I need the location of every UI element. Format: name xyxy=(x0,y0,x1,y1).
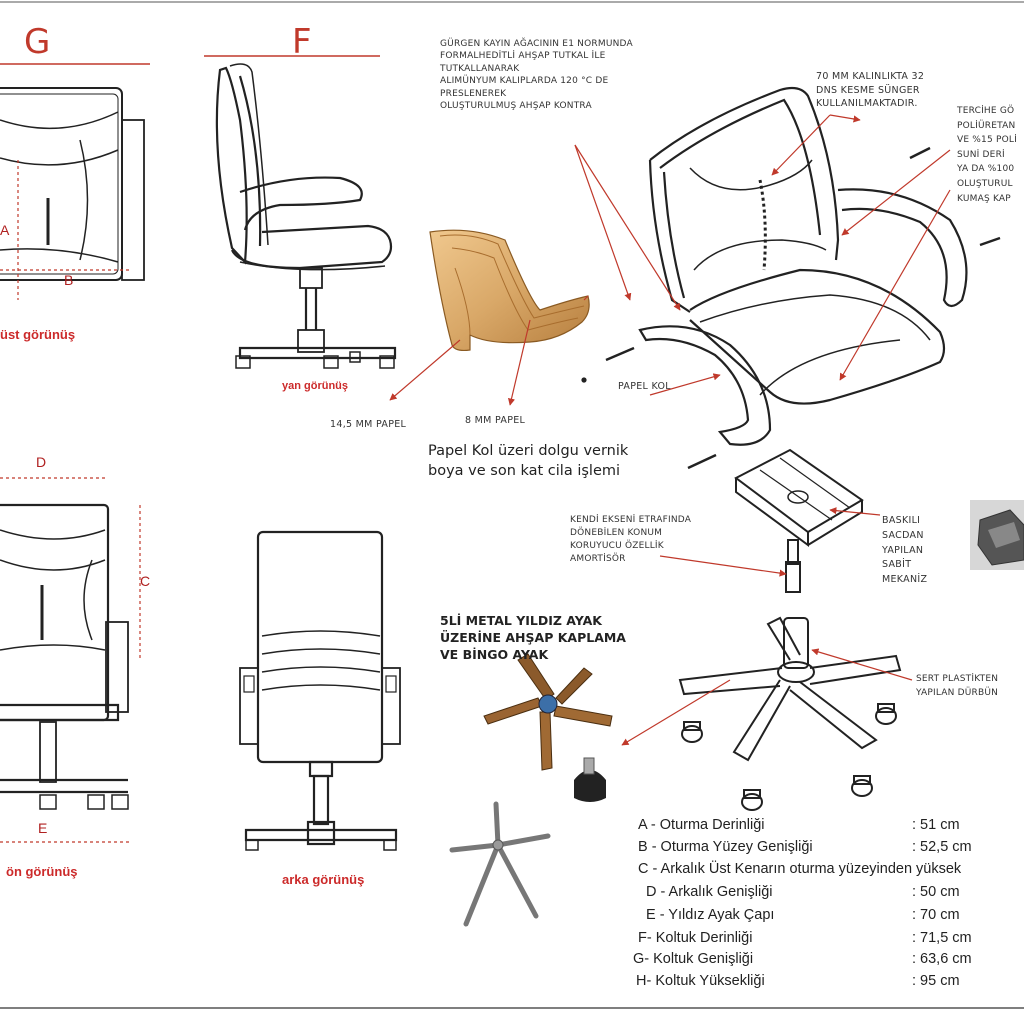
upholstery-note-line: KUMAŞ KAP xyxy=(957,193,1011,204)
mechanism-note-line: SABİT xyxy=(882,559,912,571)
shock-note-line: DÖNEBİLEN KONUM xyxy=(570,528,663,538)
mechanism-note-line: BASKILI xyxy=(882,515,921,526)
star-base-drawing xyxy=(678,616,902,811)
dim-row-value: : 50 cm xyxy=(912,884,960,900)
foam-note: 70 MM KALINLIKTA 32 DNS KESME SÜNGER KUL… xyxy=(816,70,924,111)
base-note-line: VE BİNGO AYAK xyxy=(440,647,549,662)
upholstery-note-line: SUNİ DERİ xyxy=(957,149,1005,160)
coating-note: Papel Kol üzeri dolgu vernik boya ve son… xyxy=(428,441,628,481)
dim-row-label: F- Koltuk Derinliği xyxy=(638,930,753,946)
top-view-label: üst görünüş xyxy=(0,327,76,342)
dim-row-value: : 52,5 cm xyxy=(912,839,972,855)
dim-row-label: C - Arkalık Üst Kenarın oturma yüzeyinde… xyxy=(638,861,962,877)
top-view-drawing xyxy=(0,63,150,300)
upholstery-note-line: YA DA %100 xyxy=(957,164,1015,175)
plywood-note-line: ALIMÜNYUM KALIPLARDA 120 °C DE xyxy=(440,76,609,87)
base-note: 5Lİ METAL YILDIZ AYAK ÜZERİNE AHŞAP KAPL… xyxy=(440,612,626,663)
back-view-label: arka görünüş xyxy=(282,872,365,887)
view-letter-f: F xyxy=(292,22,312,62)
view-letter-g: G xyxy=(24,22,51,62)
dim-letter-c: C xyxy=(140,573,151,589)
foam-note-line: 70 MM KALINLIKTA 32 xyxy=(816,71,925,82)
dim-letter-e: E xyxy=(38,820,48,836)
back-view-drawing xyxy=(239,530,401,851)
foam-note-line: KULLANILMAKTADIR. xyxy=(816,98,918,109)
dim-letter-b: B xyxy=(64,272,74,288)
shock-note-line: KENDİ EKSENİ ETRAFINDA xyxy=(570,515,692,525)
coating-note-line: Papel Kol üzeri dolgu vernik xyxy=(428,443,629,459)
plywood-note-line: FORMALHEDİTLİ AHŞAP TUTKAL İLE xyxy=(440,51,606,62)
shock-note-line: AMORTİSÖR xyxy=(570,554,626,564)
plywood-note-line: GÜRGEN KAYIN AĞACININ E1 NORMUNDA xyxy=(440,39,633,49)
upholstery-note: TERCİHE GÖ POLİÜRETAN VE %15 POLİ SUNİ D… xyxy=(957,104,1017,206)
side-view-drawing xyxy=(204,55,397,369)
plywood-shell-image xyxy=(429,229,590,352)
gas-piston-drawing xyxy=(785,539,801,593)
upholstery-note-line: TERCİHE GÖ xyxy=(957,106,1015,116)
caster-note: SERT PLASTİKTEN YAPILAN DÜRBÜN xyxy=(916,672,998,700)
shock-absorber-note: KENDİ EKSENİ ETRAFINDA DÖNEBİLEN KONUM K… xyxy=(570,514,691,566)
dim-row-label: B - Oturma Yüzey Genişliği xyxy=(638,839,813,855)
upholstery-note-line: OLUŞTURUL xyxy=(957,178,1013,189)
side-view-label: yan görünüş xyxy=(282,380,349,392)
dim-row-label: A - Oturma Derinliği xyxy=(638,817,765,833)
mechanism-note-line: SACDAN xyxy=(882,529,924,541)
caster-note-line: SERT PLASTİKTEN xyxy=(916,674,999,684)
plywood-note-line: PRESLENEREK xyxy=(440,88,507,99)
caster-note-line: YAPILAN DÜRBÜN xyxy=(916,688,999,698)
papel-kol-label: PAPEL KOL xyxy=(618,381,671,392)
upholstery-note-line: POLİÜRETAN xyxy=(957,120,1016,131)
upholstery-note-line: VE %15 POLİ xyxy=(957,135,1017,146)
mechanism-note-line: MEKANİZ xyxy=(882,574,928,586)
dim-row-label: G- Koltuk Genişliği xyxy=(633,951,754,967)
plywood-note-line: TUTKALLANARAK xyxy=(440,63,520,74)
dim-row-label: E - Yıldız Ayak Çapı xyxy=(646,907,775,923)
dim-letter-d: D xyxy=(36,454,47,470)
coating-note-line: boya ve son kat cila işlemi xyxy=(428,463,621,479)
papel-8-label: 8 MM PAPEL xyxy=(465,415,526,426)
exploded-chair-drawing xyxy=(581,86,1001,470)
dim-letter-a: A xyxy=(0,222,10,238)
dim-row-value: : 51 cm xyxy=(912,817,960,833)
mechanism-photo xyxy=(970,500,1024,570)
shock-note-line: KORUYUCU ÖZELLİK xyxy=(570,541,664,551)
dim-row-label: H- Koltuk Yüksekliği xyxy=(636,973,765,989)
dim-row-value: : 63,6 cm xyxy=(912,951,972,967)
base-note-line: ÜZERİNE AHŞAP KAPLAMA xyxy=(440,630,626,645)
metal-star-base-image xyxy=(449,801,551,927)
mechanism-note-line: YAPILAN xyxy=(882,544,924,556)
front-view-label: ön görünüş xyxy=(6,864,78,879)
papel-14-label: 14,5 MM PAPEL xyxy=(330,419,407,430)
plywood-note-line: OLUŞTURULMUŞ AHŞAP KONTRA xyxy=(440,101,592,112)
front-view-drawing xyxy=(0,477,141,843)
dim-row-value: : 95 cm xyxy=(912,973,960,989)
foam-note-line: DNS KESME SÜNGER xyxy=(816,84,920,96)
mechanism-note: BASKILI SACDAN YAPILAN SABİT MEKANİZ xyxy=(882,514,927,588)
leader-arrows xyxy=(389,114,951,746)
plywood-note: GÜRGEN KAYIN AĞACININ E1 NORMUNDA FORMAL… xyxy=(440,38,633,112)
base-note-line: 5Lİ METAL YILDIZ AYAK xyxy=(440,613,602,628)
dim-row-value: : 71,5 cm xyxy=(912,930,972,946)
dim-row-value: : 70 cm xyxy=(912,907,960,923)
dim-row-label: D - Arkalık Genişliği xyxy=(646,884,773,900)
mechanism-plate-drawing xyxy=(734,448,864,547)
wood-star-base-image xyxy=(483,653,613,802)
